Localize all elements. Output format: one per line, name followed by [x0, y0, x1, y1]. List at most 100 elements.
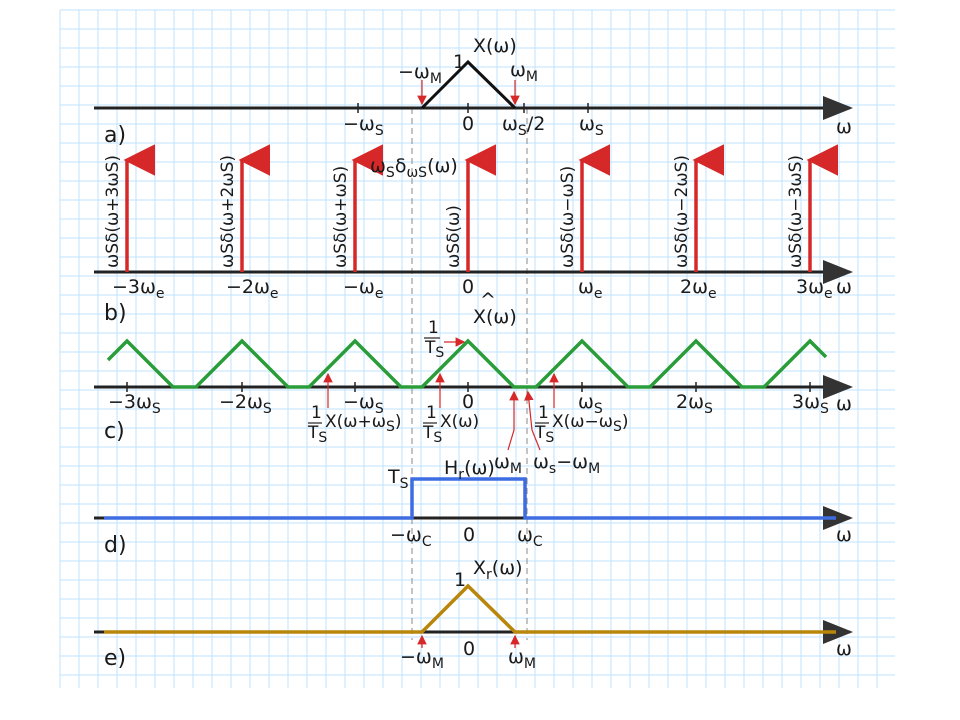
tick-label-c: 0 [462, 391, 474, 413]
tick-label-a-0-main: −ω [343, 113, 375, 135]
tick-label-c-main: −ω [343, 391, 375, 413]
label-e-pos-wm: ωM [508, 646, 536, 672]
tick-label-b-sub: e [708, 286, 717, 302]
label-e-neg-wm: −ωM [400, 646, 444, 672]
tick-label-c: −2ωS [219, 391, 272, 417]
label-a-pos-wm: ωM [510, 59, 538, 85]
tick-label-c-sub: S [594, 401, 603, 417]
axis-label-b: ω [836, 276, 852, 298]
replica-left-text: X(ω+ωS) [325, 412, 402, 435]
replica-left-label: 1 TS X(ω+ωS) [307, 372, 402, 446]
axis-label-c: ω [836, 393, 852, 415]
tick-label-b-main: 2ω [680, 276, 708, 298]
label-c-ws-wm-sub2: M [588, 461, 600, 477]
tick-label-b: 3ωe [796, 276, 833, 302]
tick-label-b-sub: e [824, 286, 833, 302]
label-a-pos-wm-sub: M [526, 69, 538, 85]
tick-label-c: ωS [578, 391, 603, 417]
impulse-label: ωSδ(ω−2ωS) [672, 155, 692, 268]
tick-label-b: ωe [578, 276, 603, 302]
axis-label-e: ω [836, 638, 852, 660]
panel-d-label: d) [104, 533, 127, 558]
panel-e-title-main: X [473, 557, 486, 579]
tick-label-b: 2ωe [680, 276, 717, 302]
label-c-wm-sub: M [510, 461, 522, 477]
label-d-neg-wc-sub: C [422, 534, 432, 550]
impulse-label: ωSδ(ω−ωS) [558, 166, 578, 268]
panel-c-title: X(ω) [473, 306, 517, 328]
panel-e-peak: 1 [454, 569, 466, 591]
replica-right-den-sub: S [545, 430, 554, 446]
replica-right-den-main: T [534, 423, 546, 443]
tick-label-b-sub: e [375, 286, 384, 302]
tick-label-c-main: ω [578, 391, 594, 413]
replica-right-den: TS [534, 423, 554, 446]
tick-label-c: 2ωS [676, 391, 713, 417]
arrow-c-ws-wm [524, 390, 541, 451]
tick-label-b-main: −2ω [226, 276, 270, 298]
replica-right-label: 1 TS X(ω−ωS) [534, 372, 629, 446]
panel-c-hat: ^ [480, 289, 496, 311]
impulse-label: ωSδ(ω+ωS) [331, 166, 351, 268]
tick-label-c-sub: S [375, 401, 384, 417]
tick-label-b: 0 [462, 276, 474, 298]
tick-label-b-main: 0 [462, 276, 474, 298]
panel-d: Hr(ω) TS −ωC 0 ωC d) ω [94, 457, 853, 558]
impulse-train: ωSδ(ω+3ωS)ωSδ(ω+2ωS)ωSδ(ω+ωS)ωSδ(ω)ωSδ(ω… [103, 144, 838, 272]
label-d-neg-wc: −ωC [390, 524, 432, 550]
tick-label-a-1-main: 0 [462, 113, 474, 135]
replica-center-den-main: T [422, 423, 434, 443]
label-a-neg-wm-sub: M [430, 71, 442, 87]
panel-b-title: ωSδωS(ω) [370, 155, 458, 181]
tick-label-a-0-sub: S [375, 123, 384, 139]
label-c-wm-main: ω [494, 451, 510, 473]
tick-label-b-sub: e [156, 286, 165, 302]
replica-right-main: X(ω−ω [552, 412, 613, 432]
label-e-pos-wm-main: ω [508, 646, 524, 668]
tick-label-b-main: −3ω [112, 276, 156, 298]
tick-label-c-main: 3ω [792, 391, 820, 413]
tick-label-a-2-main: ω [502, 113, 518, 135]
panel-d-title: Hr(ω) [444, 457, 495, 483]
tick-label-b: −2ωe [226, 276, 279, 302]
panel-e-title-sub: r [486, 567, 492, 583]
label-e-zero: 0 [463, 638, 475, 660]
tick-label-a-2-sub: S [518, 123, 527, 139]
filter-response-d [104, 477, 836, 520]
panel-b-title-sub2: ωS [406, 165, 427, 181]
panel-d-title-post: (ω) [464, 457, 495, 479]
tick-label-b-main: 3ω [796, 276, 824, 298]
tick-label-a-3-main: ω [579, 113, 595, 135]
tick-label-a-ws: ωS [579, 113, 604, 139]
label-c-ws-wm-mid: −ω [556, 451, 588, 473]
panel-d-title-main: H [444, 457, 458, 479]
label-d-pos-wc-sub: C [533, 534, 543, 550]
panel-a-peak: 1 [453, 51, 465, 73]
tick-label-c-sub: S [820, 401, 829, 417]
replica-left-num: 1 [311, 403, 322, 423]
tick-label-b-sub: e [270, 286, 279, 302]
label-e-neg-wm-main: −ω [400, 646, 432, 668]
panel-b-title-mid: δ [395, 155, 407, 177]
label-d-amp-main: T [387, 466, 400, 488]
amp-c-num: 1 [428, 318, 439, 338]
spectrum-e [104, 583, 836, 634]
label-d-amp-sub: S [400, 476, 409, 492]
replica-left-den: TS [307, 423, 327, 446]
label-d-neg-wc-main: −ω [390, 524, 422, 546]
replica-center-label: 1 TS X(ω) [422, 372, 479, 446]
tick-label-c-sub: S [704, 401, 713, 417]
panel-c-label: c) [104, 419, 125, 444]
tick-label-b-main: ω [578, 276, 594, 298]
panel-b-label: b) [104, 301, 127, 326]
label-d-zero: 0 [463, 524, 475, 546]
amp-c-den-main: T [424, 338, 436, 358]
tick-label-b: −3ωe [112, 276, 165, 302]
panel-b-title-pre: ω [370, 155, 386, 177]
panel-b-title-sub: S [386, 165, 395, 181]
label-d-amp: TS [387, 466, 409, 492]
label-c-wm: ωM [494, 451, 522, 477]
panel-e-title-post: (ω) [492, 557, 523, 579]
axis-label-a: ω [836, 116, 852, 138]
tick-label-c-main: 0 [462, 391, 474, 413]
